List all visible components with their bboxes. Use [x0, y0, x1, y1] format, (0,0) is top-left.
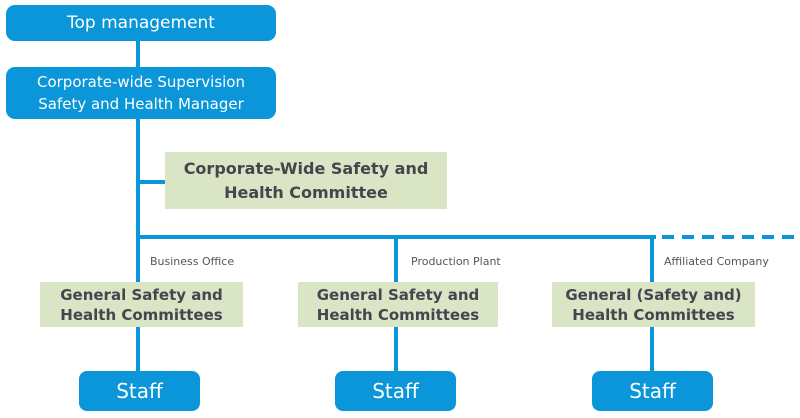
general-committee-box-production-plant: General Safety and Health Committees — [298, 282, 498, 327]
general-committee-2-line2: Health Committees — [316, 305, 480, 324]
branch-label-production-plant: Production Plant — [411, 255, 501, 268]
branch-label-affiliated-company: Affiliated Company — [664, 255, 769, 268]
general-committee-box-business-office: General Safety and Health Committees — [40, 282, 243, 327]
top-management-label: Top management — [67, 13, 215, 33]
manager-label-line1: Corporate-wide Supervision — [36, 73, 245, 91]
corporate-committee-line2: Health Committee — [224, 182, 388, 202]
connector-dashed-affiliated — [662, 235, 800, 239]
connector-top-to-manager — [136, 38, 140, 69]
connector-manager-to-staff-1 — [136, 118, 140, 373]
general-committee-1-line1: General Safety and — [60, 285, 223, 304]
manager-label-line2: Safety and Health Manager — [38, 95, 244, 113]
general-committee-3-line2: Health Committees — [572, 305, 735, 324]
general-committee-2-line1: General Safety and — [316, 285, 480, 304]
staff-box-production-plant: Staff — [335, 371, 456, 411]
staff-box-affiliated-company: Staff — [592, 371, 713, 411]
general-committee-3-line1: General (Safety and) — [565, 285, 742, 304]
connector-to-corporate-committee — [138, 180, 168, 184]
staff-label-2: Staff — [372, 379, 419, 403]
top-management-box: Top management — [6, 5, 276, 41]
safety-health-manager-box: Corporate-wide Supervision Safety and He… — [6, 67, 276, 119]
staff-box-business-office: Staff — [79, 371, 200, 411]
corporate-committee-line1: Corporate-Wide Safety and — [183, 158, 429, 178]
branch-label-business-office: Business Office — [150, 255, 235, 268]
corporate-committee-box: Corporate-Wide Safety and Health Committ… — [165, 152, 447, 209]
staff-label-1: Staff — [116, 379, 163, 403]
staff-label-3: Staff — [629, 379, 676, 403]
general-committee-1-line2: Health Committees — [60, 305, 223, 324]
general-committee-box-affiliated-company: General (Safety and) Health Committees — [552, 282, 755, 327]
